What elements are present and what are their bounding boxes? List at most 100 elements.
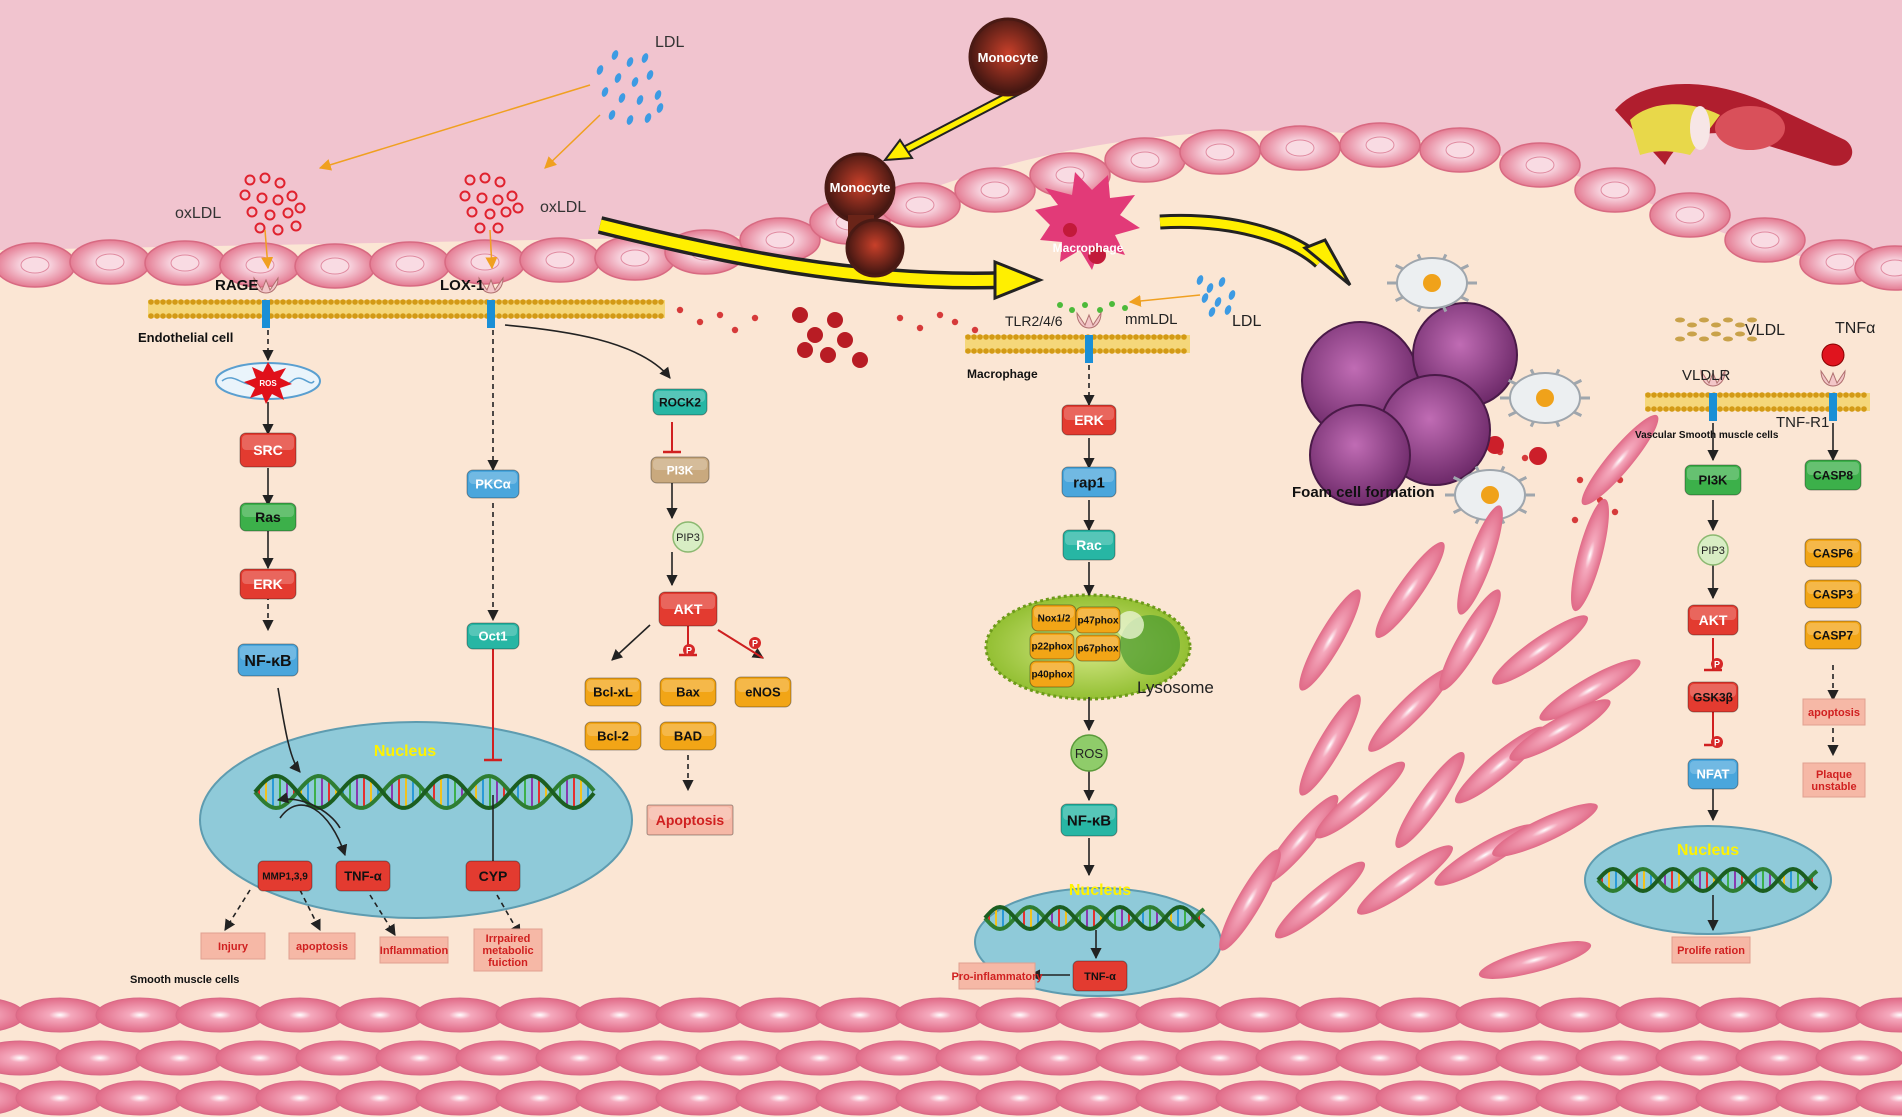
ldl-particle bbox=[601, 87, 609, 97]
ldl-particle bbox=[1224, 305, 1232, 315]
oxldl-particle bbox=[264, 209, 276, 221]
ldl-particle bbox=[636, 95, 644, 105]
gene-mmp-label: MMP1,3,9 bbox=[262, 872, 308, 883]
node-rac: Rac bbox=[1062, 529, 1116, 561]
smooth-muscle-cell bbox=[135, 1040, 225, 1076]
smooth-muscle-cell bbox=[495, 1080, 585, 1116]
smooth-muscle-cell bbox=[1368, 668, 1452, 752]
endothelial-cell bbox=[1104, 137, 1186, 183]
oxldl-particle bbox=[290, 220, 302, 232]
ldl-right-label: LDL bbox=[1232, 313, 1261, 330]
endothelial-cell bbox=[1854, 245, 1902, 291]
ldl-to-oxldl-arrow-mid bbox=[544, 114, 601, 169]
oxldl-particle bbox=[256, 192, 268, 204]
node-bax: Bax bbox=[659, 677, 717, 707]
smooth-muscle-cell bbox=[975, 997, 1065, 1033]
outcome-impaired-metabolic-text: metabolic bbox=[482, 945, 533, 957]
smooth-muscle-cell bbox=[1261, 794, 1339, 886]
node-pi3k1: PI3K bbox=[650, 456, 710, 484]
ldl-particle bbox=[654, 90, 662, 100]
oxldl-fragment bbox=[896, 314, 904, 322]
smooth-muscle-cell bbox=[1775, 997, 1865, 1033]
macrophage-cell bbox=[1445, 465, 1535, 525]
smooth-muscle-cell bbox=[1215, 997, 1305, 1033]
node-erk2: ERK bbox=[1061, 404, 1117, 436]
smooth-muscle-cell bbox=[1695, 1080, 1785, 1116]
endothelial-cell bbox=[1419, 127, 1501, 173]
node-label-pi3k2: PI3K bbox=[1699, 473, 1729, 488]
ldl-particle bbox=[608, 110, 616, 120]
node-label-ras: Ras bbox=[255, 509, 281, 525]
ldl-particle bbox=[626, 115, 634, 125]
oxldl-particle bbox=[492, 194, 504, 206]
smooth-muscle-cell bbox=[1455, 1080, 1545, 1116]
outcome-inflammation-text: Inflammation bbox=[380, 945, 449, 957]
smooth-muscle-cell bbox=[1815, 1040, 1902, 1076]
ldl-particle bbox=[1201, 293, 1209, 303]
smooth-muscle-cell bbox=[735, 997, 825, 1033]
node-label-casp6: CASP6 bbox=[1813, 546, 1853, 560]
phospho-badge: P bbox=[683, 644, 695, 656]
node-label-bcl2: Bcl-2 bbox=[597, 729, 629, 744]
node-akt1: AKT bbox=[658, 591, 718, 627]
node-label-rac: Rac bbox=[1076, 537, 1102, 553]
phospho-badge: P bbox=[749, 637, 761, 649]
phospho-badge: P bbox=[1711, 736, 1723, 748]
vldl-particle bbox=[1675, 317, 1685, 323]
smooth-muscle-cell bbox=[0, 1040, 65, 1076]
smooth-muscle-cell bbox=[535, 1040, 625, 1076]
endothelial-cell-label: Endothelial cell bbox=[138, 330, 233, 345]
node-gsk3b: GSK3β bbox=[1687, 681, 1739, 713]
smooth-muscle-cell bbox=[855, 1040, 945, 1076]
macrophage-cell bbox=[1500, 368, 1590, 428]
ldl-particle bbox=[1206, 283, 1214, 293]
node-label-pip3_1: PIP3 bbox=[676, 532, 700, 544]
oxldl-particle bbox=[512, 202, 524, 214]
ldl-particle bbox=[614, 73, 622, 83]
vessel-icon bbox=[1615, 83, 1853, 166]
endothelial-cell bbox=[369, 241, 451, 287]
ldl-particle bbox=[1196, 275, 1204, 285]
pathway-arrow bbox=[224, 889, 251, 931]
rage-label: RAGE bbox=[215, 277, 258, 294]
ldl-particle bbox=[1218, 277, 1226, 287]
node-akt2: AKT bbox=[1687, 604, 1739, 636]
smooth-muscle-cell bbox=[1375, 997, 1465, 1033]
vldl-particle bbox=[1675, 336, 1685, 342]
foam-arrow bbox=[1159, 216, 1324, 266]
node-label-rock2: ROCK2 bbox=[659, 395, 701, 409]
oxldl-particle bbox=[282, 207, 294, 219]
smooth-muscle-cell bbox=[575, 1080, 665, 1116]
red-blood-cell bbox=[852, 352, 868, 368]
pathway-connectors bbox=[224, 324, 1839, 981]
ldl-particle bbox=[618, 93, 626, 103]
endothelial-cell bbox=[69, 239, 151, 285]
node-label-casp8: CASP8 bbox=[1813, 468, 1853, 482]
smooth-muscle-cell bbox=[95, 1080, 185, 1116]
smooth-muscle-cell bbox=[1295, 997, 1385, 1033]
smooth-muscle-label: Smooth muscle cells bbox=[130, 974, 239, 986]
node-bad: BAD bbox=[659, 721, 717, 751]
smooth-muscle-cell bbox=[1255, 1040, 1345, 1076]
smooth-muscle-cell bbox=[175, 1080, 265, 1116]
smooth-muscle-cell bbox=[1855, 1080, 1902, 1116]
smooth-muscle-cell bbox=[815, 997, 905, 1033]
ldl-particle bbox=[644, 113, 652, 123]
node-enos: eNOS bbox=[734, 676, 792, 708]
monocyte-arrow-head bbox=[882, 138, 914, 162]
node-label-pip3_2: PIP3 bbox=[1701, 545, 1725, 557]
pathway-nodes: SRCRasERKNF-κBPKCαOct1ROCK2PI3KPIP3AKTBc… bbox=[237, 388, 1862, 992]
lipid-laden-macrophages bbox=[1387, 253, 1590, 525]
foam-cell-cluster bbox=[1301, 302, 1518, 506]
smooth-muscle-cell bbox=[1055, 1080, 1145, 1116]
oxldl-to-lox1-arrow bbox=[485, 229, 498, 270]
lipid-bilayer bbox=[965, 334, 1190, 354]
node-label-pkca: PKCα bbox=[475, 477, 510, 492]
smooth-muscle-cell bbox=[1395, 751, 1465, 849]
smooth-muscle-cell bbox=[1175, 1040, 1265, 1076]
smooth-muscle-cell bbox=[175, 997, 265, 1033]
oxldl-fragment bbox=[751, 314, 759, 322]
outcome-injury: Injury bbox=[200, 932, 266, 960]
smooth-muscle-cell bbox=[95, 997, 185, 1033]
